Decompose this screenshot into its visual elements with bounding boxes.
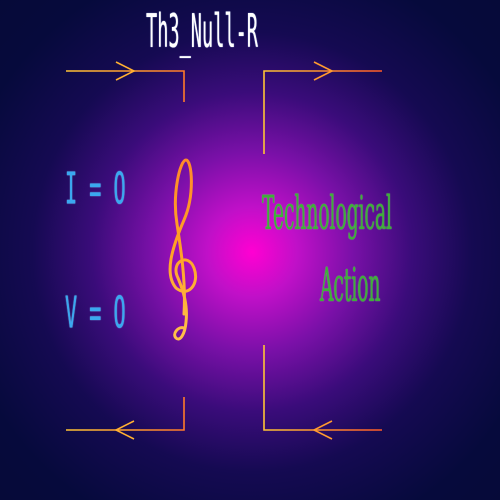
voltage-equation: V = O bbox=[65, 287, 126, 339]
arrow-left-icon bbox=[312, 420, 333, 440]
arrow-right-icon bbox=[313, 61, 334, 81]
arrow-left-icon bbox=[114, 420, 135, 440]
label-line-action: Action bbox=[320, 259, 381, 314]
wire-top-right bbox=[263, 61, 382, 154]
wire-top-left bbox=[66, 61, 185, 102]
wire-bottom-left bbox=[66, 397, 185, 440]
title-text: Th3_Null-R bbox=[146, 5, 258, 60]
wire-bottom-right bbox=[263, 345, 382, 440]
treble-clef-icon bbox=[168, 158, 197, 341]
arrow-right-icon bbox=[115, 61, 136, 81]
label-line-technological: Technological bbox=[262, 187, 393, 242]
current-equation: I = O bbox=[65, 163, 126, 215]
